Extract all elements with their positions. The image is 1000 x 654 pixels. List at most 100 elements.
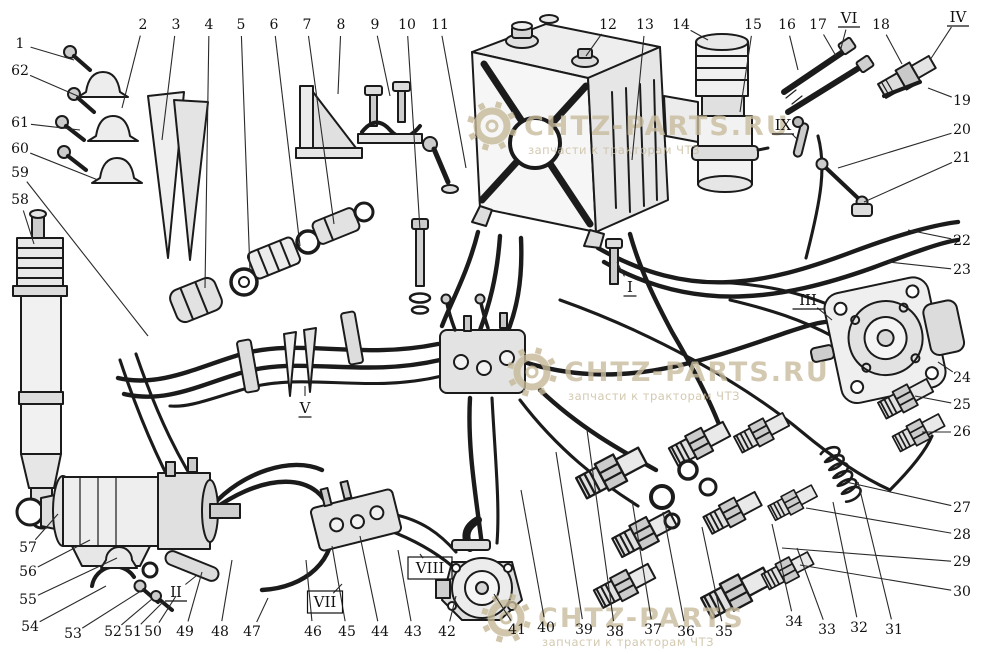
leader-line-49 — [187, 571, 203, 622]
watermark-brand: CHTZ-PARTS.RU — [564, 357, 830, 388]
callout-19: 19 — [953, 93, 971, 109]
callout-31: 31 — [885, 622, 903, 638]
leader-line-47 — [256, 597, 269, 623]
callout-59: 59 — [11, 165, 29, 181]
leader-line-VI — [839, 29, 847, 53]
leader-line-3 — [161, 35, 176, 141]
leader-line-20 — [837, 132, 952, 169]
leader-line-48 — [221, 559, 233, 622]
gear-icon — [507, 347, 557, 397]
callout-54: 54 — [21, 619, 39, 635]
callout-55: 55 — [19, 592, 37, 608]
leader-line-4 — [204, 35, 210, 289]
control-lever — [792, 116, 873, 217]
spring — [819, 445, 862, 504]
hydraulic-pump-right — [809, 276, 966, 405]
o-ring — [677, 459, 699, 481]
callout-58: 58 — [11, 192, 29, 208]
leader-line-32 — [832, 501, 858, 618]
union-fitting — [666, 416, 734, 470]
watermark-tagline: запчасти к тракторам ЧТЗ — [568, 389, 740, 403]
pipe-clamps-left — [55, 45, 143, 184]
callout-48: 48 — [211, 624, 229, 640]
watermark-brand: CHTZ-PARTS.RU — [524, 111, 790, 142]
leader-line-60 — [30, 152, 99, 181]
callout-18: 18 — [872, 17, 890, 33]
pipe-bundle-clamps — [236, 310, 364, 397]
oil-filter — [663, 33, 770, 193]
callout-62: 62 — [11, 63, 29, 79]
leader-line-62 — [29, 74, 81, 98]
callout-26: 26 — [953, 424, 971, 440]
leader-line-19 — [927, 87, 952, 98]
callout-39: 39 — [575, 622, 593, 638]
leader-line-42 — [449, 595, 457, 622]
bolt-and-washers — [408, 136, 459, 315]
callout-42: 42 — [438, 624, 456, 640]
leader-line-41 — [493, 593, 512, 622]
callout-33: 33 — [818, 622, 836, 638]
leader-line-13 — [631, 35, 645, 161]
coupling-parts — [169, 201, 375, 324]
leader-line-14 — [690, 29, 709, 41]
leader-line-35 — [701, 526, 723, 622]
assembly-label-V: V — [299, 399, 312, 417]
callout-17: 17 — [809, 17, 827, 33]
callout-5: 5 — [237, 17, 246, 33]
leader-line-17 — [823, 34, 837, 57]
callout-13: 13 — [636, 17, 654, 33]
leader-line-24 — [937, 361, 954, 373]
callout-49: 49 — [176, 624, 194, 640]
leader-line-29 — [781, 547, 952, 562]
leader-line-40 — [520, 489, 545, 618]
leader-line-61 — [30, 123, 81, 131]
callout-14: 14 — [672, 17, 690, 33]
assembly-label-III: III — [799, 291, 817, 309]
callout-23: 23 — [953, 262, 971, 278]
callout-61: 61 — [11, 115, 29, 131]
leader-line-33 — [796, 547, 824, 620]
leader-line-39 — [555, 451, 583, 620]
gear-icon — [481, 593, 531, 643]
leader-line-44 — [359, 535, 379, 622]
oil-tank — [471, 14, 669, 249]
callout-44: 44 — [371, 624, 389, 640]
callout-47: 47 — [243, 624, 261, 640]
valve-manifold — [309, 479, 403, 552]
bracket-plates — [147, 91, 209, 261]
leader-line-23 — [887, 261, 952, 270]
callout-41: 41 — [508, 622, 526, 638]
leader-lines — [22, 26, 954, 629]
assembly-label-IX: IX — [775, 116, 792, 134]
watermark-tagline: запчасти к тракторам ЧТЗ — [528, 143, 700, 157]
leader-line-22 — [907, 229, 952, 240]
leader-line-9 — [376, 35, 391, 97]
assembly-label-I: I — [627, 278, 633, 296]
callout-7: 7 — [303, 17, 312, 33]
leader-line-36 — [662, 511, 685, 622]
leader-line-55 — [37, 557, 118, 596]
callout-11: 11 — [431, 17, 449, 33]
leader-line-34 — [771, 523, 793, 612]
assembly-label-IV: IV — [950, 8, 968, 26]
hydraulic-system-illustration — [12, 14, 966, 623]
union-fitting — [766, 480, 820, 524]
callout-16: 16 — [778, 17, 796, 33]
assembly-label-VI: VI — [840, 9, 858, 27]
callout-3: 3 — [172, 17, 181, 33]
assembly-label-box — [407, 556, 453, 580]
leader-line-6 — [274, 35, 301, 247]
union-fittings-cluster — [573, 374, 948, 623]
leader-line-2 — [121, 35, 141, 109]
callout-24: 24 — [953, 370, 971, 386]
callout-32: 32 — [850, 620, 868, 636]
union-fitting — [573, 441, 651, 503]
callout-45: 45 — [338, 624, 356, 640]
leader-line-57 — [34, 513, 59, 541]
callout-9: 9 — [371, 17, 380, 33]
leader-line-37 — [631, 499, 652, 620]
callout-8: 8 — [337, 17, 346, 33]
small-fasteners — [90, 546, 220, 612]
